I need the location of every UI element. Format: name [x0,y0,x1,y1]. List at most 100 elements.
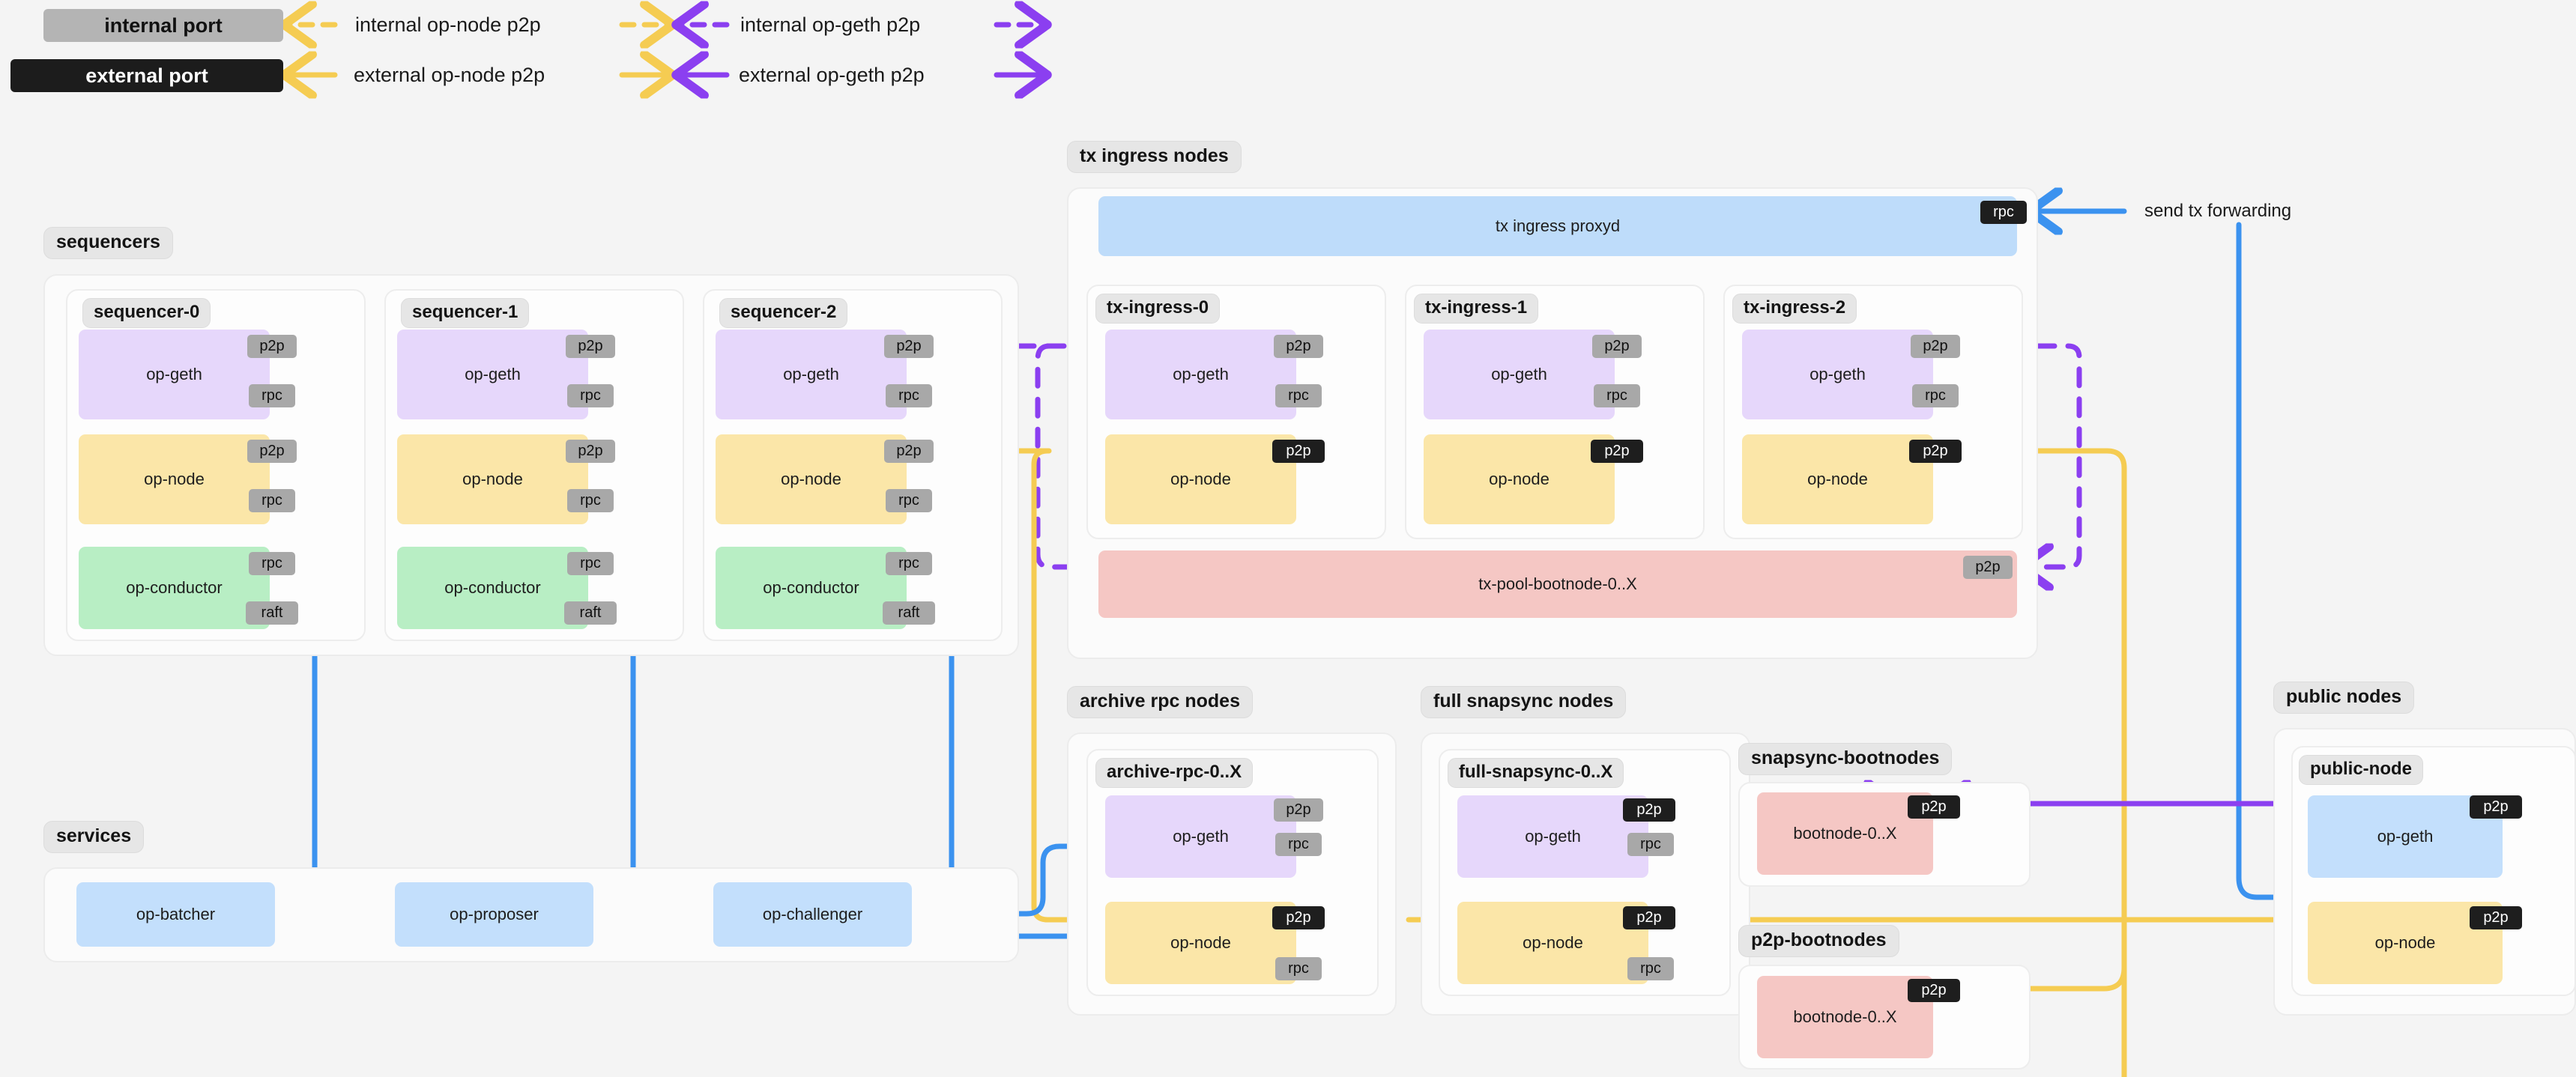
port-sequencer-2-conductor-rpc: rpc [886,552,932,575]
proc-sequencer-1-op-geth[interactable]: op-geth [397,330,588,419]
port-sequencer-2-node-rpc: rpc [886,489,932,512]
node-label-tx-ingress-2: tx-ingress-2 [1732,294,1857,324]
legend-label-internal-op-node: internal op-node p2p [355,13,541,36]
group-label-public-nodes: public nodes [2273,682,2415,714]
port-sequencer-2-node-p2p: p2p [884,440,934,463]
legend-external-port-pill: external port [10,59,283,92]
port-sequencer-0-node-rpc: rpc [249,489,295,512]
proc-sequencer-2-op-geth[interactable]: op-geth [716,330,907,419]
proc-label: op-geth [1809,365,1866,383]
proc-p2p-bootnode[interactable]: bootnode-0..X [1757,976,1933,1058]
proc-sequencer-2-op-conductor[interactable]: op-conductor [716,547,907,629]
proc-label: op-conductor [444,578,541,597]
service-label: op-challenger [762,905,863,923]
port-sequencer-2-geth-rpc: rpc [886,384,932,407]
port-sequencer-1-conductor-rpc: rpc [567,552,614,575]
proc-sequencer-0-op-node[interactable]: op-node [79,434,270,524]
legend-label-internal-op-geth: internal op-geth p2p [740,13,921,36]
port-archive-rpc-geth-rpc: rpc [1275,833,1322,856]
service-label: op-proposer [450,905,539,923]
port-archive-rpc-node-rpc: rpc [1275,957,1322,980]
group-label-services: services [43,821,145,853]
proc-tx-ingress-0-op-geth[interactable]: op-geth [1105,330,1296,419]
proc-sequencer-0-op-geth[interactable]: op-geth [79,330,270,419]
legend-internal-port-pill: internal port [43,9,283,42]
service-op-batcher[interactable]: op-batcher [76,882,275,947]
annotation-send-tx-forwarding: send tx forwarding [2144,201,2292,221]
node-label-sequencer-0: sequencer-0 [82,298,211,328]
proc-label: op-geth [783,365,839,383]
port-sequencer-0-node-p2p: p2p [247,440,297,463]
proc-label: op-node [1170,470,1231,488]
legend-label-external-op-node: external op-node p2p [354,64,545,86]
port-tx-ingress-2-node-p2p: p2p [1909,440,1962,463]
group-label-full-snapsync-nodes: full snapsync nodes [1421,686,1627,718]
proc-label: op-node [781,470,841,488]
proc-sequencer-1-op-node[interactable]: op-node [397,434,588,524]
proc-tx-ingress-1-op-node[interactable]: op-node [1424,434,1615,524]
port-p2p-bootnode-p2p: p2p [1908,979,1960,1002]
port-tx-ingress-2-geth-rpc: rpc [1912,384,1959,407]
proc-tx-ingress-0-op-node[interactable]: op-node [1105,434,1296,524]
proc-label: op-conductor [126,578,223,597]
proc-snapsync-bootnode[interactable]: bootnode-0..X [1757,792,1933,875]
service-op-proposer[interactable]: op-proposer [395,882,593,947]
port-snapsync-bootnode-p2p: p2p [1908,795,1960,819]
port-full-snapsync-geth-p2p: p2p [1623,798,1675,822]
group-label-archive-rpc-nodes: archive rpc nodes [1067,686,1253,718]
node-label-archive-rpc-0X: archive-rpc-0..X [1095,758,1254,788]
proc-label: op-geth [146,365,202,383]
proc-sequencer-1-op-conductor[interactable]: op-conductor [397,547,588,629]
node-label-tx-ingress-0: tx-ingress-0 [1095,294,1221,324]
port-sequencer-2-conductor-raft: raft [883,601,935,625]
proc-full-snapsync-op-geth[interactable]: op-geth [1457,795,1648,878]
proc-tx-ingress-1-op-geth[interactable]: op-geth [1424,330,1615,419]
proc-label: bootnode-0..X [1793,824,1897,843]
port-sequencer-0-conductor-raft: raft [246,601,298,625]
proc-label: bootnode-0..X [1793,1007,1897,1026]
service-op-challenger[interactable]: op-challenger [713,882,912,947]
proc-archive-rpc-op-node[interactable]: op-node [1105,902,1296,984]
port-sequencer-1-geth-p2p: p2p [566,335,615,358]
port-sequencer-0-geth-rpc: rpc [249,384,295,407]
proc-label: op-node [2374,933,2436,952]
node-label-sequencer-2: sequencer-2 [719,298,848,328]
node-label-tx-ingress-1: tx-ingress-1 [1414,294,1539,324]
port-sequencer-1-geth-rpc: rpc [567,384,614,407]
proc-tx-ingress-2-op-node[interactable]: op-node [1742,434,1933,524]
port-tx-ingress-0-node-p2p: p2p [1272,440,1325,463]
port-public-node-node-p2p: p2p [2470,906,2522,929]
proc-label: op-geth [1173,365,1229,383]
port-full-snapsync-node-p2p: p2p [1623,906,1675,929]
proc-tx-pool-bootnode[interactable]: tx-pool-bootnode-0..X [1098,550,2017,618]
port-tx-ingress-1-node-p2p: p2p [1591,440,1643,463]
port-archive-rpc-geth-p2p: p2p [1274,798,1323,822]
proc-sequencer-2-op-node[interactable]: op-node [716,434,907,524]
proc-label: op-node [462,470,523,488]
port-sequencer-2-geth-p2p: p2p [884,335,934,358]
proc-label: op-node [1170,933,1231,952]
node-label-sequencer-1: sequencer-1 [401,298,530,328]
proc-label: op-node [1523,933,1583,952]
group-label-tx-ingress-nodes: tx ingress nodes [1067,141,1242,173]
node-label-public-node: public-node [2299,755,2423,785]
port-tx-ingress-0-geth-rpc: rpc [1275,384,1322,407]
port-sequencer-1-node-p2p: p2p [566,440,615,463]
proc-full-snapsync-op-node[interactable]: op-node [1457,902,1648,984]
node-label-full-snapsync-0X: full-snapsync-0..X [1448,758,1624,788]
proc-label: op-geth [465,365,521,383]
group-label-p2p-bootnodes: p2p-bootnodes [1738,925,1899,957]
proc-tx-ingress-proxyd[interactable]: tx ingress proxyd [1098,196,2017,256]
proc-label: op-conductor [763,578,859,597]
group-label-sequencers: sequencers [43,227,173,259]
proc-label: tx ingress proxyd [1495,216,1621,235]
proc-label: op-node [1489,470,1549,488]
port-sequencer-0-geth-p2p: p2p [247,335,297,358]
proc-archive-rpc-op-geth[interactable]: op-geth [1105,795,1296,878]
proc-label: op-geth [2377,827,2434,846]
proc-label: op-geth [1173,827,1229,846]
port-tx-ingress-2-geth-p2p: p2p [1911,335,1960,358]
port-tx-ingress-1-geth-rpc: rpc [1594,384,1640,407]
proc-tx-ingress-2-op-geth[interactable]: op-geth [1742,330,1933,419]
proc-sequencer-0-op-conductor[interactable]: op-conductor [79,547,270,629]
